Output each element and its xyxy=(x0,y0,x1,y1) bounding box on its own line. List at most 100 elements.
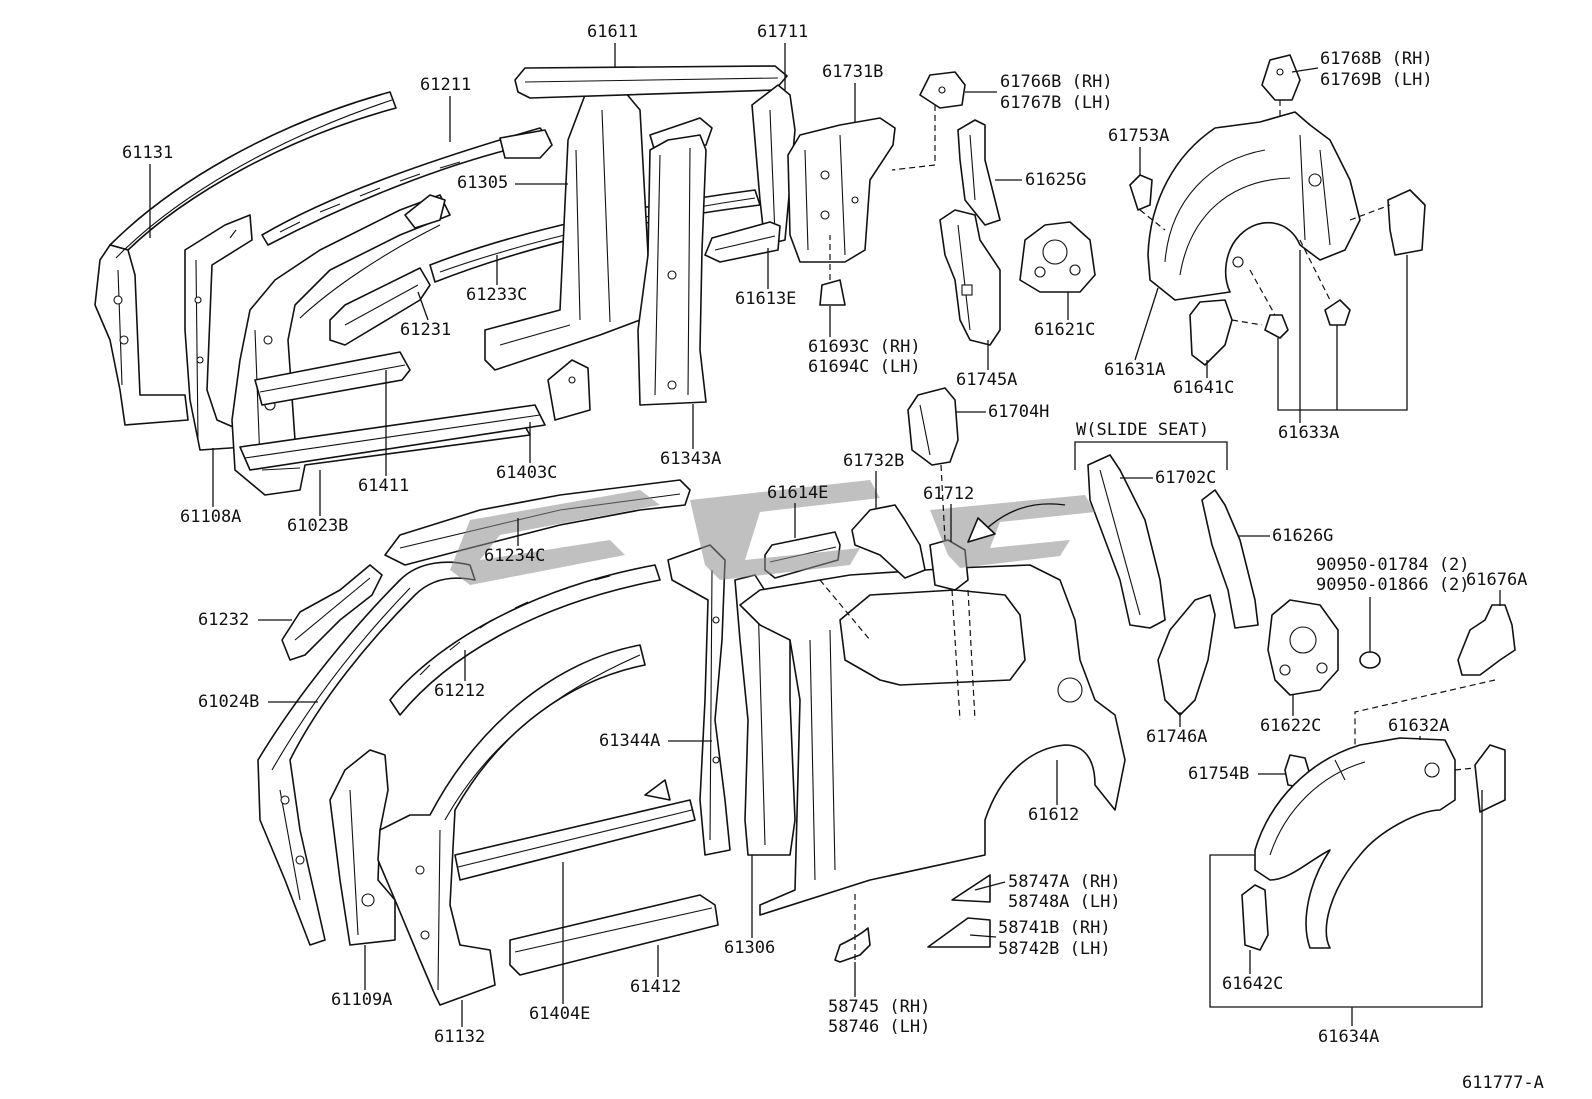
callout-90950-01866: 90950-01866 (2) xyxy=(1316,575,1470,595)
part-61108A-drawing xyxy=(184,214,253,451)
callout-61633A: 61633A xyxy=(1278,423,1340,443)
part-90950-grommet-drawing xyxy=(1359,651,1381,669)
part-61231-drawing xyxy=(329,267,431,346)
callout-61404E: 61404E xyxy=(529,1004,591,1024)
callout-61694C-lh: 61694C (LH) xyxy=(808,357,921,377)
part-61731B-drawing xyxy=(787,117,896,263)
callout-61613E: 61613E xyxy=(735,289,797,309)
callout-90950-01784: 90950-01784 (2) xyxy=(1316,555,1470,575)
callout-61712: 61712 xyxy=(923,484,975,504)
callout-58748A-lh: 58748A (LH) xyxy=(1008,892,1121,912)
part-61746A-drawing xyxy=(1157,594,1216,716)
callout-61693C-rh: 61693C (RH) xyxy=(808,337,921,357)
callout-61411: 61411 xyxy=(358,476,410,496)
part-61612-drawing xyxy=(739,564,1126,916)
callout-61211: 61211 xyxy=(420,75,472,95)
callout-61403C: 61403C xyxy=(496,463,558,483)
callout-58747A-rh: 58747A (RH) xyxy=(1008,872,1121,892)
callout-61626G: 61626G xyxy=(1272,526,1334,546)
part-61613E-drawing xyxy=(704,221,781,263)
part-61766B-drawing xyxy=(919,71,966,109)
callout-61232: 61232 xyxy=(198,610,250,630)
part-61211-drawing xyxy=(261,127,553,246)
part-58741B-drawing xyxy=(927,917,991,948)
part-61633A-drawing xyxy=(1264,189,1426,339)
part-61232-drawing xyxy=(281,564,383,661)
callout-61344A: 61344A xyxy=(599,731,661,751)
callout-61231: 61231 xyxy=(400,320,452,340)
callout-61612: 61612 xyxy=(1028,805,1080,825)
part-61305-drawing xyxy=(484,91,651,371)
callout-61732B: 61732B xyxy=(843,451,905,471)
part-61702C-drawing xyxy=(1087,454,1166,629)
callout-58742B-lh: 58742B (LH) xyxy=(998,939,1111,959)
dashed-assembly-lines xyxy=(819,100,1496,960)
part-61132-drawing xyxy=(377,644,646,1006)
callout-61023B: 61023B xyxy=(287,516,349,536)
part-61693C-drawing xyxy=(819,279,846,306)
callout-61746A: 61746A xyxy=(1146,727,1208,747)
bracket-61634A xyxy=(1209,790,1483,1026)
part-61626G-drawing xyxy=(1201,489,1259,629)
callout-61641C: 61641C xyxy=(1173,378,1235,398)
callout-61634A: 61634A xyxy=(1318,1027,1380,1047)
part-61753A-drawing xyxy=(1129,174,1153,211)
callout-61711: 61711 xyxy=(757,22,809,42)
part-58747A-drawing xyxy=(951,874,991,903)
callout-61233C: 61233C xyxy=(466,285,528,305)
callout-58745-rh: 58745 (RH) xyxy=(828,997,931,1017)
part-61611-drawing xyxy=(514,65,788,99)
note-slide-seat: W(SLIDE SEAT) xyxy=(1076,420,1210,440)
callout-58746-lh: 58746 (LH) xyxy=(828,1017,931,1037)
direction-arrow xyxy=(967,503,1066,543)
callout-61343A: 61343A xyxy=(660,449,722,469)
callout-61754B: 61754B xyxy=(1188,764,1250,784)
callout-61212: 61212 xyxy=(434,681,486,701)
part-61676A-drawing xyxy=(1457,604,1516,676)
part-61745A-drawing xyxy=(939,209,1001,346)
part-61642C-drawing xyxy=(1241,884,1269,951)
callout-61753A: 61753A xyxy=(1108,126,1170,146)
callout-61614E: 61614E xyxy=(767,483,829,503)
part-61625G-drawing xyxy=(957,119,1001,226)
part-61622C-drawing xyxy=(1267,599,1339,696)
part-61404E-drawing xyxy=(454,779,696,881)
bracket-slide-seat xyxy=(1074,441,1228,470)
callout-61234C: 61234C xyxy=(484,546,546,566)
callout-61611: 61611 xyxy=(587,22,639,42)
part-61704H-drawing xyxy=(907,387,959,466)
callout-61625G: 61625G xyxy=(1025,170,1087,190)
callout-58741B-rh: 58741B (RH) xyxy=(998,918,1111,938)
callout-61768B-rh: 61768B (RH) xyxy=(1320,49,1433,69)
callout-61731B: 61731B xyxy=(822,62,884,82)
callout-61131: 61131 xyxy=(122,143,174,163)
callout-61769B-lh: 61769B (LH) xyxy=(1320,70,1433,90)
part-61732B-drawing xyxy=(851,504,926,579)
callout-61108A: 61108A xyxy=(180,507,242,527)
callout-61306: 61306 xyxy=(724,938,776,958)
bracket-61633A xyxy=(1277,250,1408,423)
callout-61622C: 61622C xyxy=(1260,716,1322,736)
callout-61412: 61412 xyxy=(630,977,682,997)
callout-61109A: 61109A xyxy=(331,990,393,1010)
callout-61676A: 61676A xyxy=(1466,570,1528,590)
callout-61632A: 61632A xyxy=(1388,716,1450,736)
part-61343A-drawing xyxy=(637,117,713,406)
part-61212-drawing xyxy=(389,564,661,716)
watermark-logo xyxy=(450,480,1095,585)
part-61131-drawing xyxy=(94,91,397,426)
part-61621C-drawing xyxy=(1019,221,1096,293)
part-61412-drawing xyxy=(509,894,719,976)
figure-code: 611777-A xyxy=(1462,1073,1544,1093)
part-61411-drawing xyxy=(254,351,411,406)
leader-lines xyxy=(149,43,1501,1027)
callout-61631A: 61631A xyxy=(1104,360,1166,380)
part-61641C-drawing xyxy=(1189,299,1233,366)
callout-61305: 61305 xyxy=(457,173,509,193)
callout-61766B-rh: 61766B (RH) xyxy=(1000,72,1113,92)
callout-61704H: 61704H xyxy=(988,402,1050,422)
part-58745-drawing xyxy=(834,927,871,963)
callout-61132: 61132 xyxy=(434,1027,486,1047)
